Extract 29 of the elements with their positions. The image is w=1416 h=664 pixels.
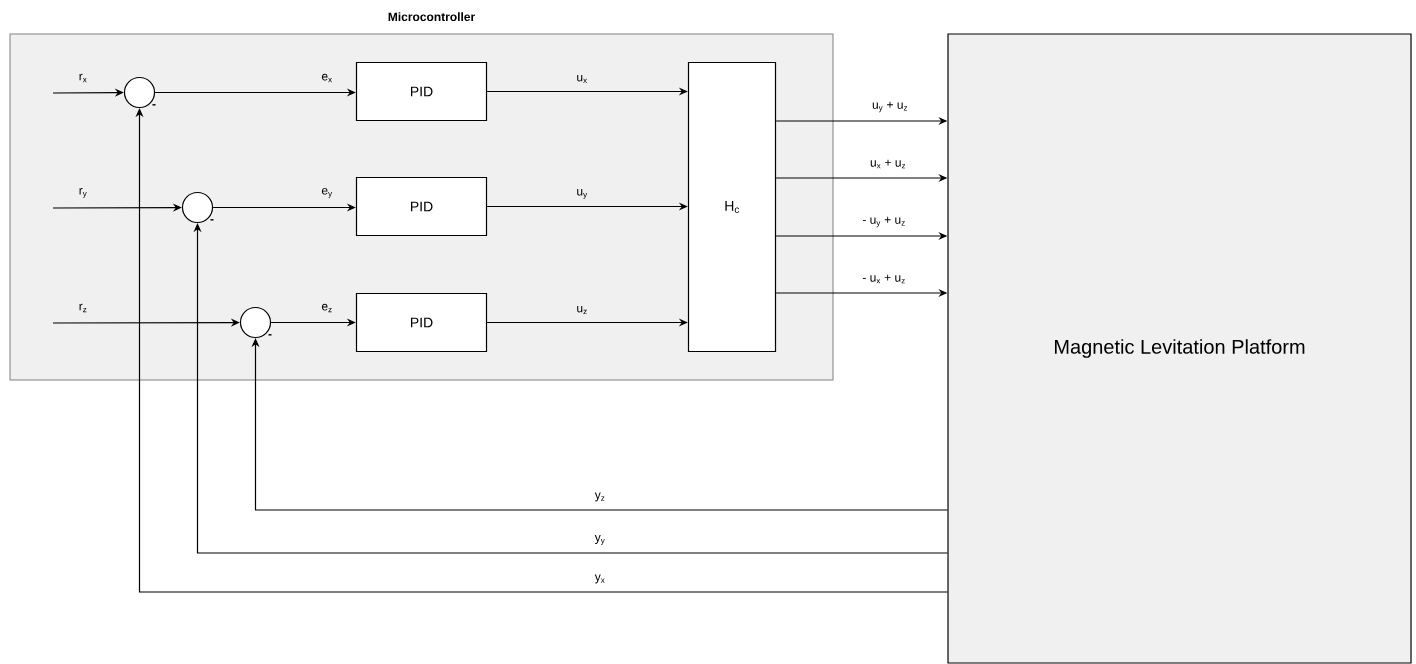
minus-sign: - — [268, 334, 272, 336]
edge-label: u$_{x}$ — [577, 74, 587, 84]
edge-label: e$_{y}$ — [321, 188, 333, 198]
edge-label: r$_{x}$ — [79, 73, 87, 83]
block-box: H$_{c}$ — [687, 61, 777, 353]
edge-label: y$_{y}$ — [594, 535, 605, 545]
summing-junction — [239, 306, 272, 339]
edge-label: y$_{x}$ — [594, 574, 605, 584]
edge-label: r$_{z}$ — [79, 303, 87, 313]
minus-sign: - — [152, 104, 156, 106]
edge-label: e$_{z}$ — [321, 303, 332, 313]
edge-label: u$_{y}$ + u$_{z}$ — [872, 101, 908, 113]
summing-junction — [123, 76, 156, 109]
minus-sign: - — [210, 219, 214, 221]
arrow — [251, 338, 948, 511]
block-box: PID — [355, 176, 488, 237]
edge-label: u$_{x}$ + u$_{z}$ — [870, 159, 906, 169]
summing-junction — [181, 191, 214, 224]
box-title: Microcontroller — [388, 12, 475, 22]
edge-label: - u$_{x}$ + u$_{z}$ — [862, 274, 905, 284]
edge-label: - u$_{y}$ + u$_{z}$ — [862, 216, 905, 228]
edge-label: u$_{y}$ — [577, 189, 588, 199]
edge-label: r$_{y}$ — [79, 188, 87, 198]
block-box: PID — [355, 292, 488, 353]
edge-label: e$_{x}$ — [321, 73, 332, 83]
block-box: PID — [355, 61, 488, 122]
platform-box: Magnetic Levitation Platform — [947, 33, 1412, 664]
edge-label: y$_{z}$ — [594, 492, 605, 502]
edge-label: u$_{z}$ — [577, 305, 587, 315]
